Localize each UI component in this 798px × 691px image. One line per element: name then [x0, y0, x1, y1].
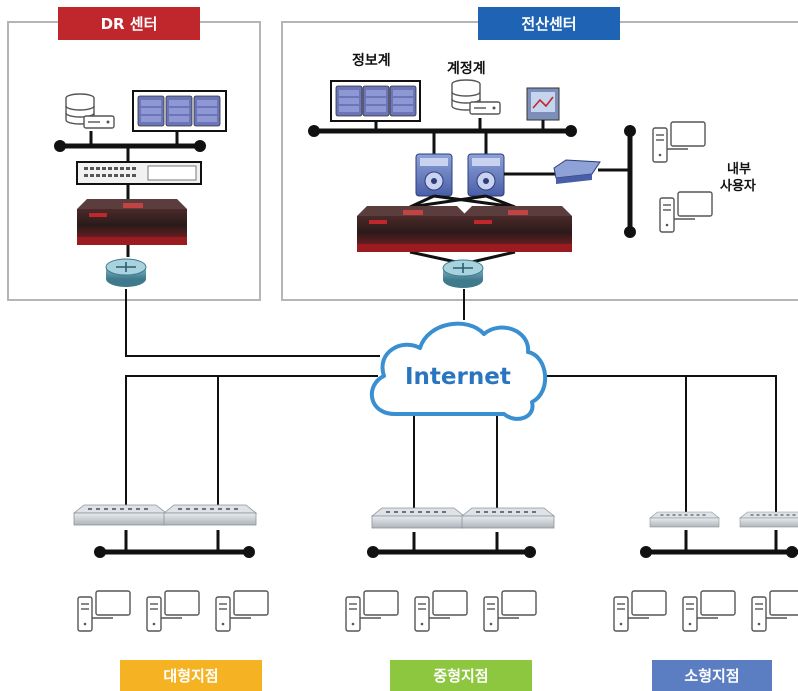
small-branch-switch-left-icon	[649, 511, 720, 528]
internet-label: Internet	[405, 364, 511, 390]
account-system-database-icon	[451, 79, 501, 115]
dr-server-rack-icon	[132, 90, 227, 132]
it-backbone-bus	[308, 118, 577, 154]
dr-database-icon	[65, 93, 115, 129]
branch-pc-icon	[414, 590, 468, 632]
medium-branch-switch-right-icon	[461, 507, 555, 529]
info-system-server-icon	[330, 80, 421, 122]
monitor-app-icon	[526, 87, 560, 121]
branch-pc-icon	[146, 590, 200, 632]
account-system-label: 계정계	[447, 61, 486, 77]
wan-links	[125, 289, 777, 520]
branch-pc-icon	[77, 590, 131, 632]
dr-backbone-bus	[54, 131, 206, 162]
connection-lines	[409, 194, 516, 264]
medium-branch-switch-left-icon	[371, 507, 465, 529]
internet-cloud-icon	[369, 321, 548, 421]
dr-router-icon	[105, 258, 147, 288]
it-center-label: 전산센터	[478, 7, 620, 40]
branch-pc-icon	[613, 590, 667, 632]
dr-center-label: DR 센터	[58, 7, 200, 40]
branch-pc-icon	[483, 590, 537, 632]
dr-firewall-icon	[77, 199, 187, 245]
dr-switch-icon	[76, 161, 202, 185]
branch-buses	[94, 530, 798, 558]
it-router-icon	[442, 259, 484, 289]
it-firewall-right-icon	[462, 206, 572, 252]
large-branch-switch-left-icon	[73, 504, 167, 526]
branch-pc-icon	[682, 590, 736, 632]
internal-users-label-line1: 내부	[727, 162, 751, 177]
branch-pc-icon	[345, 590, 399, 632]
large-branch-label: 대형지점	[120, 660, 262, 691]
l3-switch-left-icon	[415, 153, 453, 197]
l3-switch-right-icon	[467, 153, 505, 197]
medium-branch-label: 중형지점	[390, 660, 532, 691]
internal-user-pc-icon	[659, 191, 713, 233]
small-branch-switch-right-icon	[739, 511, 798, 528]
branch-pc-icon	[215, 590, 269, 632]
large-branch-switch-right-icon	[163, 504, 257, 526]
small-branch-label: 소형지점	[652, 660, 772, 691]
it-firewall-left-icon	[357, 206, 467, 252]
internal-users-label-line2: 사용자	[720, 179, 756, 194]
branch-pc-icon	[751, 590, 798, 632]
internal-switch-icon	[553, 159, 601, 184]
internal-user-pc-icon	[652, 121, 706, 163]
internal-user-bus	[624, 125, 636, 238]
info-system-label: 정보계	[352, 53, 391, 69]
